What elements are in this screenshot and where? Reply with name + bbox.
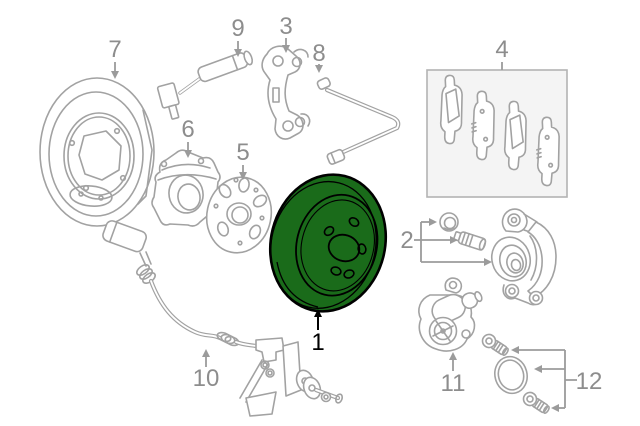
brake-pad-drawing	[470, 90, 495, 161]
callout-12[interactable]: 12	[576, 368, 603, 395]
abs-speed-sensor-drawing[interactable]	[101, 219, 344, 417]
callout-1[interactable]: 1	[311, 329, 324, 356]
brake-pad-drawing	[503, 100, 527, 171]
caliper-bracket-drawing[interactable]	[261, 45, 311, 140]
brake-pad-drawing	[535, 116, 560, 187]
brake-pad-set-box[interactable]	[426, 69, 568, 198]
guide-pin-bolt-drawing[interactable]	[453, 230, 487, 251]
sensor-bracket-drawing	[239, 337, 344, 417]
caliper-bolt-drawing[interactable]	[480, 332, 511, 358]
callout-5[interactable]: 5	[236, 139, 249, 166]
guide-pin-cap-drawing[interactable]	[439, 212, 459, 232]
callout-8[interactable]: 8	[312, 40, 325, 67]
callout-7[interactable]: 7	[108, 36, 121, 63]
callout-11[interactable]: 11	[441, 370, 466, 397]
brake-disc-drawing[interactable]	[256, 162, 400, 323]
caliper-bolt-drawing[interactable]	[521, 390, 552, 416]
callout-labels: 1 2 3 4 5 6 7 8 9 10 11 12	[108, 13, 602, 397]
brake-pad-drawing	[439, 74, 463, 145]
wheel-hub-drawing[interactable]	[200, 171, 278, 259]
parking-brake-actuator-drawing[interactable]	[418, 277, 486, 352]
callout-3[interactable]: 3	[279, 13, 292, 40]
callout-10[interactable]: 10	[193, 365, 220, 392]
callout-6[interactable]: 6	[181, 116, 194, 143]
pad-wear-sensor-drawing[interactable]	[156, 50, 254, 121]
callout-9[interactable]: 9	[231, 15, 244, 42]
callout-4[interactable]: 4	[495, 36, 508, 63]
brake-caliper-drawing[interactable]	[487, 208, 557, 306]
brake-hose-drawing[interactable]	[316, 77, 401, 165]
callout-arrows	[111, 38, 577, 412]
splash-shield-drawing[interactable]	[39, 77, 155, 227]
o-ring-seal-drawing[interactable]	[491, 353, 531, 397]
callout-2[interactable]: 2	[400, 227, 413, 254]
